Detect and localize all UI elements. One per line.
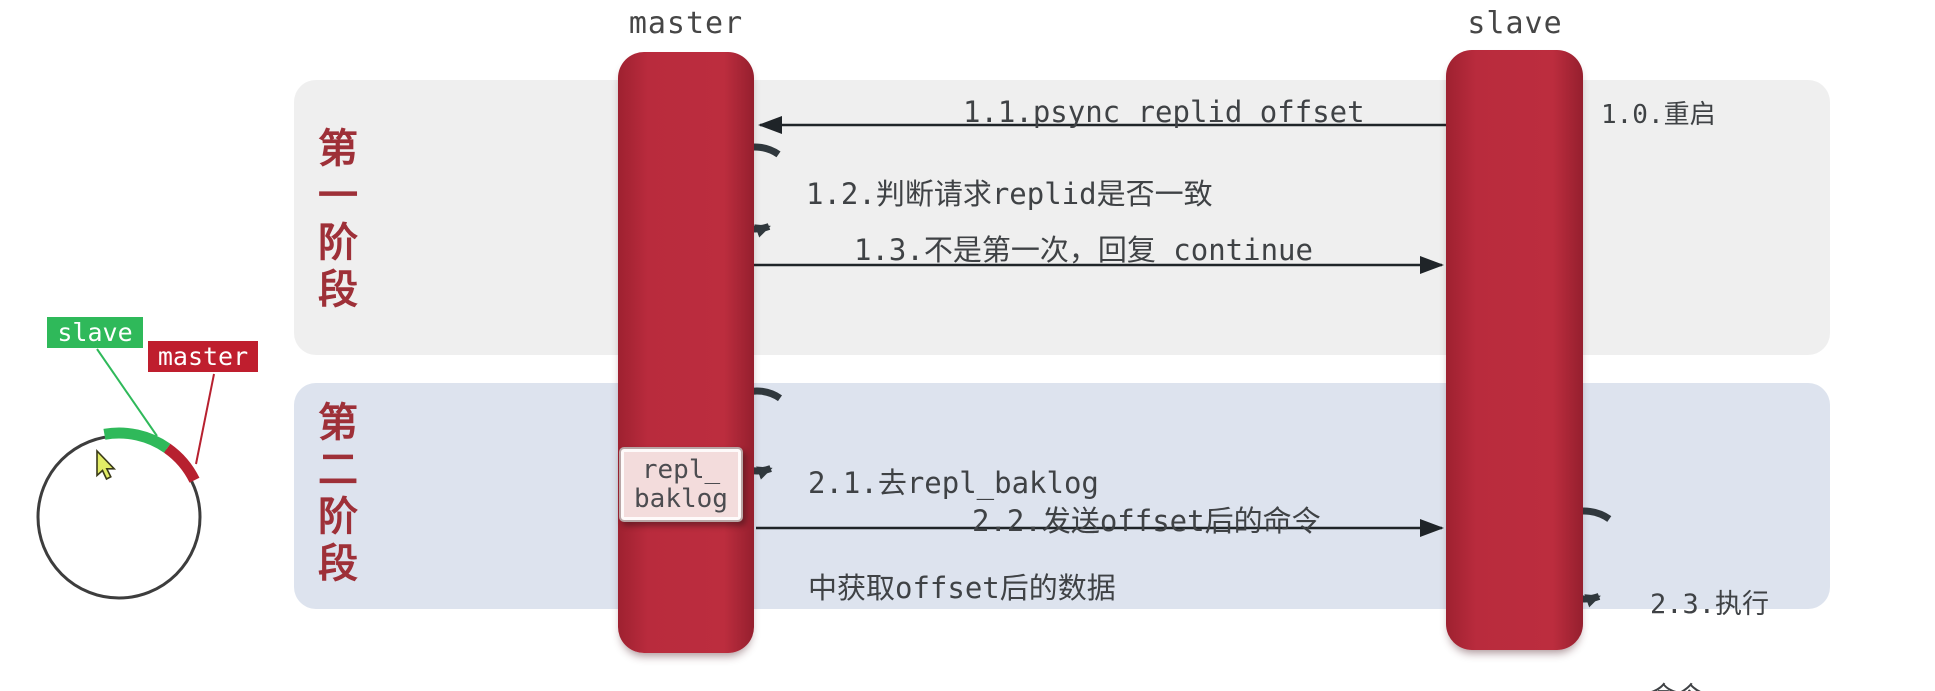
message-2-3-line1: 2.3.执行: [1650, 589, 1770, 620]
ring-slave-arc: [103, 427, 171, 453]
repl-baklog-box: repl_ baklog: [619, 447, 743, 522]
message-2-1: 2.1.去repl_baklog 中获取offset后的数据: [808, 396, 1116, 676]
master-lifeline-bar: [618, 52, 754, 653]
message-2-1-line1: 2.1.去repl_baklog: [808, 466, 1099, 500]
message-1-2: 1.2.判断请求replid是否一致: [806, 177, 1213, 211]
slave-lifeline-bar: [1446, 50, 1583, 650]
ring-master-arc: [163, 443, 200, 483]
repl-baklog-line1: repl_: [641, 454, 721, 485]
message-2-1-line2: 中获取offset后的数据: [808, 571, 1116, 605]
legend-master-tag: master: [148, 341, 258, 372]
master-callout-line: [195, 373, 215, 465]
legend-slave-tag: slave: [47, 317, 143, 348]
message-2-3-line2: 命令: [1650, 682, 1769, 691]
phase1-label: 第一阶段: [318, 126, 358, 313]
slave-title: slave: [1467, 6, 1563, 41]
message-1-1: 1.1.psync replid offset: [963, 95, 1365, 129]
mouse-cursor-icon: [96, 449, 117, 481]
message-1-0: 1.0.重启: [1601, 100, 1716, 130]
message-1-3: 1.3.不是第一次，回复 continue: [854, 233, 1313, 267]
message-2-3: 2.3.执行 命令: [1650, 527, 1769, 691]
master-title: master: [628, 6, 744, 41]
message-2-2: 2.2.发送offset后的命令: [972, 504, 1321, 538]
ring-buffer-circle: [36, 434, 202, 600]
phase2-label: 第二阶段: [318, 400, 358, 587]
repl-baklog-line2: baklog: [634, 483, 728, 514]
